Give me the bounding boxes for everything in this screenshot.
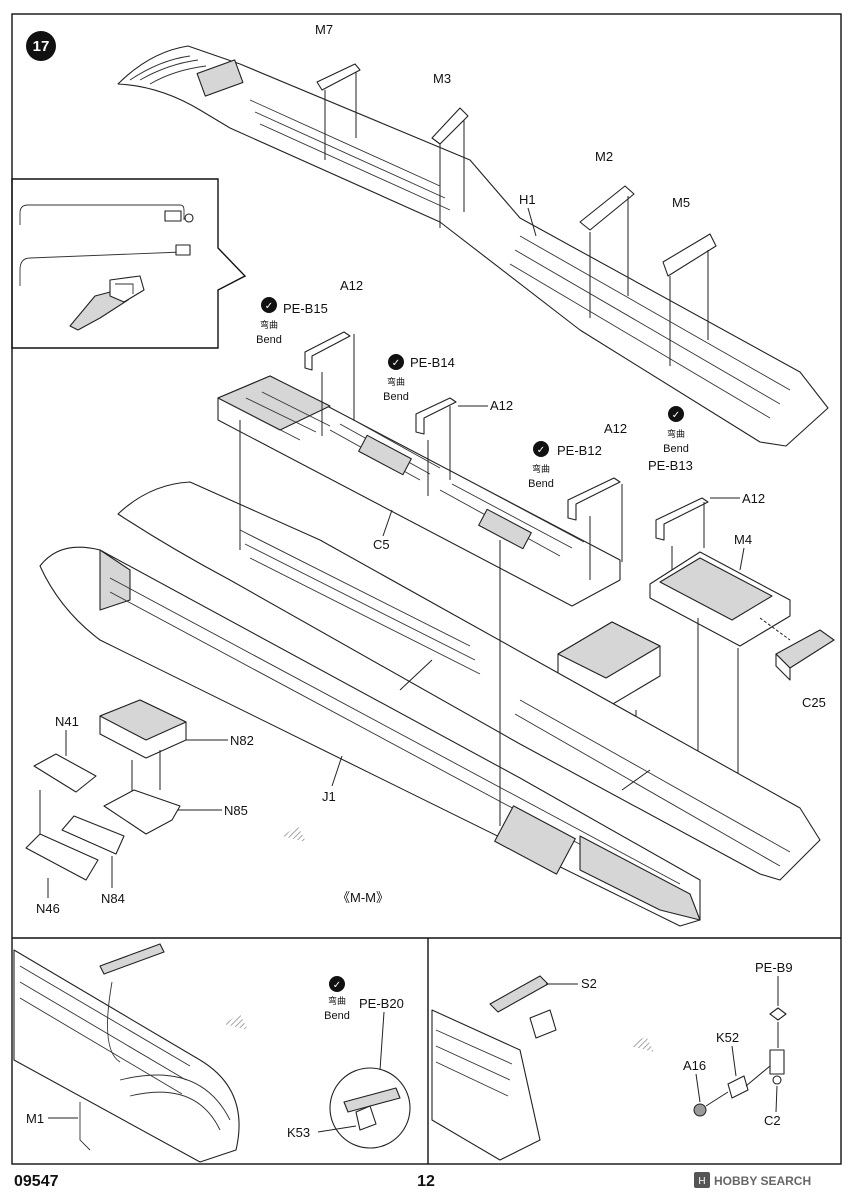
product-code: 09547 <box>14 1173 59 1190</box>
label-C25: C25 <box>802 695 826 710</box>
part-C5-tray <box>217 375 621 607</box>
bend-icon: ✓ 弯曲 Bend <box>383 354 409 403</box>
step-number: 17 <box>33 38 50 55</box>
view-label: 《M-M》 <box>337 890 389 905</box>
svg-text:✓: ✓ <box>672 410 680 421</box>
part-PE-B13 <box>655 497 709 570</box>
bend-icon: ✓ 弯曲 Bend <box>663 406 689 455</box>
label-M1: M1 <box>26 1111 44 1126</box>
bend-icon: ✓ 弯曲 Bend <box>528 441 554 490</box>
svg-text:H: H <box>698 1176 705 1187</box>
magnifier-circle <box>329 1067 411 1149</box>
svg-text:Bend: Bend <box>383 391 409 403</box>
svg-text:弯曲: 弯曲 <box>328 995 346 1006</box>
label-C2: C2 <box>764 1113 781 1128</box>
label-PE-B13: PE-B13 <box>648 458 693 473</box>
svg-text:✓: ✓ <box>537 445 545 456</box>
page-number: 12 <box>417 1173 435 1190</box>
label-M5: M5 <box>672 195 690 210</box>
label-A12: A12 <box>340 278 363 293</box>
inset-detail <box>11 178 247 349</box>
label-N84: N84 <box>101 891 125 906</box>
svg-text:✓: ✓ <box>265 301 273 312</box>
svg-text:弯曲: 弯曲 <box>387 376 405 387</box>
svg-text:Bend: Bend <box>528 478 554 490</box>
part-N41 <box>33 753 97 840</box>
hatched-arrow <box>282 826 306 842</box>
sheet-border <box>11 13 842 1165</box>
label-PE-B20: PE-B20 <box>359 996 404 1011</box>
part-M2 <box>579 185 635 318</box>
label-N82: N82 <box>230 733 254 748</box>
label-M3: M3 <box>433 71 451 86</box>
label-K52: K52 <box>716 1030 739 1045</box>
label-PE-B14: PE-B14 <box>410 355 455 370</box>
label-J1: J1 <box>322 789 336 804</box>
svg-text:Bend: Bend <box>324 1010 350 1022</box>
hatched-arrow <box>224 1014 248 1030</box>
label-A12-3: A12 <box>604 421 627 436</box>
bend-icon: ✓ 弯曲 Bend <box>256 297 282 346</box>
label-N85: N85 <box>224 803 248 818</box>
bend-icon: ✓ 弯曲 Bend <box>324 976 350 1022</box>
part-J1-body <box>39 481 821 927</box>
part-M7 <box>316 63 361 160</box>
label-M2: M2 <box>595 149 613 164</box>
label-H1: H1 <box>519 192 536 207</box>
part-K52 <box>727 1065 771 1099</box>
part-N84 <box>61 815 125 855</box>
label-PE-B12: PE-B12 <box>557 443 602 458</box>
svg-text:弯曲: 弯曲 <box>532 463 550 474</box>
label-K53: K53 <box>287 1125 310 1140</box>
label-A16: A16 <box>683 1058 706 1073</box>
part-N46 <box>25 833 99 881</box>
part-C2 <box>769 1049 785 1085</box>
part-PE-B15 <box>304 331 355 436</box>
label-M7: M7 <box>315 22 333 37</box>
hatched-arrow <box>630 1036 654 1052</box>
part-N85 <box>103 789 181 835</box>
label-A12-2: A12 <box>490 398 513 413</box>
label-N46: N46 <box>36 901 60 916</box>
svg-text:✓: ✓ <box>392 358 400 369</box>
part-PE-B9 <box>769 1007 787 1048</box>
part-PE-B14 <box>415 397 457 496</box>
label-C5: C5 <box>373 537 390 552</box>
label-A12-4: A12 <box>742 491 765 506</box>
step-badge: 17 <box>26 31 56 61</box>
part-M3 <box>431 107 469 228</box>
detail-bottom-left <box>13 943 240 1163</box>
svg-text:弯曲: 弯曲 <box>667 428 685 439</box>
part-M5 <box>662 233 717 366</box>
part-C25 <box>759 617 835 681</box>
label-PE-B9: PE-B9 <box>755 960 793 975</box>
part-N82 <box>99 699 187 800</box>
svg-text:✓: ✓ <box>333 980 341 991</box>
label-S2: S2 <box>581 976 597 991</box>
detail-bottom-right <box>431 975 557 1161</box>
svg-text:HOBBY SEARCH: HOBBY SEARCH <box>714 1174 811 1188</box>
svg-text:Bend: Bend <box>663 443 689 455</box>
part-H1-rail <box>117 45 829 447</box>
watermark: H HOBBY SEARCH <box>694 1172 811 1188</box>
svg-text:弯曲: 弯曲 <box>260 319 278 330</box>
label-N41: N41 <box>55 714 79 729</box>
part-PE-B12 <box>567 477 623 580</box>
label-M4: M4 <box>734 532 752 547</box>
svg-text:Bend: Bend <box>256 334 282 346</box>
part-A16 <box>693 1091 729 1117</box>
label-PE-B15: PE-B15 <box>283 301 328 316</box>
